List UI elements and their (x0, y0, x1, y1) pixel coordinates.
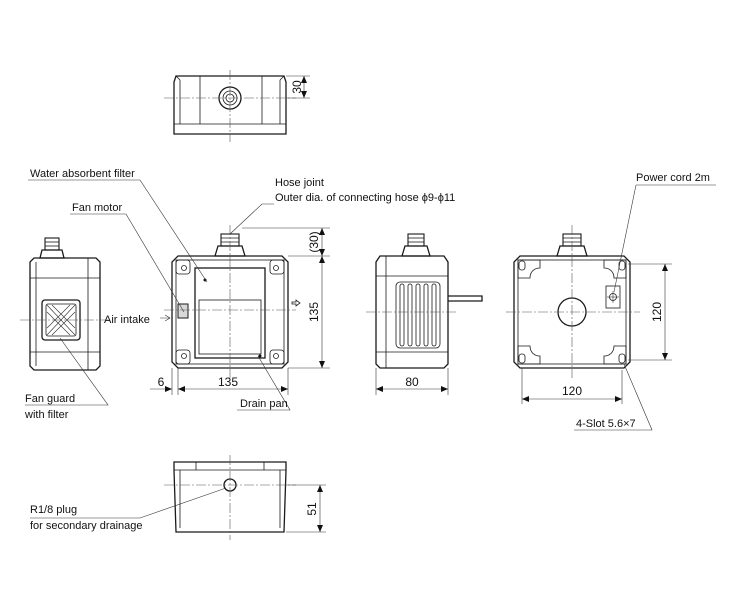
slot-bl (518, 353, 526, 364)
label-fan-motor: Fan motor (72, 202, 122, 214)
dim-back-width: 120 (562, 384, 582, 398)
dim-top-height: 30 (290, 80, 304, 94)
slot-tr (618, 260, 626, 271)
dim-joint-height: (30) (307, 231, 321, 252)
label-fan-guard: Fan guard (25, 393, 75, 405)
label-slot: 4-Slot 5.6×7 (576, 418, 636, 430)
bottom-view: 51 (164, 455, 326, 540)
leader-lines (25, 179, 716, 519)
cord-gland (605, 285, 621, 309)
power-cord-side (448, 295, 483, 302)
dim-front-width: 135 (218, 375, 238, 389)
labels: Water absorbent filter Fan motor Hose jo… (24, 168, 710, 532)
front-view: 135 6 135 (30) (150, 225, 330, 395)
label-r18-plug: R1/8 plug (30, 504, 77, 516)
right-side-view: 80 (366, 233, 483, 395)
dim-offset: 6 (158, 375, 165, 389)
cooling-fins (399, 283, 437, 347)
label-water-absorbent-filter: Water absorbent filter (30, 168, 135, 180)
top-view: 30 (164, 70, 310, 142)
slot-tl (518, 260, 526, 271)
label-outer-dia: Outer dia. of connecting hose ϕ9-ϕ11 (275, 192, 455, 204)
label-drain-pan: Drain pan (240, 398, 288, 410)
slot-br (618, 353, 626, 364)
label-hose-joint: Hose joint (275, 177, 324, 189)
dim-side-width: 80 (405, 375, 419, 389)
dim-bottom-height: 51 (305, 502, 319, 516)
dim-back-height: 120 (650, 302, 664, 322)
back-view: 120 120 (506, 225, 672, 404)
label-air-intake: Air intake (104, 314, 150, 326)
dim-front-height: 135 (307, 302, 321, 322)
air-intake-port (177, 303, 189, 319)
hose-joint-left (44, 237, 60, 251)
label-fan-guard-filter: with filter (24, 409, 69, 421)
left-side-view (20, 237, 110, 371)
label-secondary-drainage: for secondary drainage (30, 520, 143, 532)
label-power-cord: Power cord 2m (636, 172, 710, 184)
hose-joint-right (407, 233, 425, 247)
